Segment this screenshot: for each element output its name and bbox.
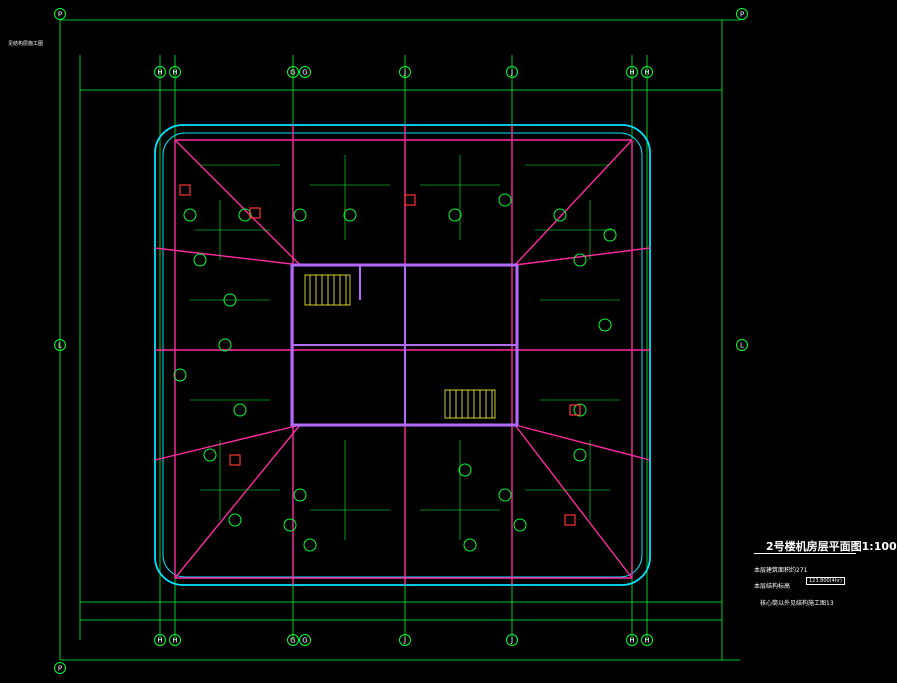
- grid-bubble-right: L: [736, 339, 748, 351]
- svg-text:H: H: [644, 637, 649, 645]
- svg-text:H: H: [644, 69, 649, 77]
- note-elevation: 本层结构标高: [754, 583, 791, 590]
- svg-text:H: H: [172, 69, 177, 77]
- red-markers: [179, 184, 581, 526]
- grid-lines: [59, 19, 740, 661]
- grid-bubble-top: H: [641, 66, 653, 78]
- grid-bubble-top: G: [287, 66, 299, 78]
- grid-bubble-bottom: H: [154, 634, 166, 646]
- grid-bubble-left: P: [54, 8, 66, 20]
- svg-text:G: G: [290, 637, 295, 645]
- grid-bubble-bottom: H: [641, 634, 653, 646]
- svg-text:P: P: [740, 11, 744, 19]
- svg-text:J: J: [403, 637, 406, 645]
- grid-bubble-top: G: [299, 66, 311, 78]
- grid-bubble-left: L: [54, 339, 66, 351]
- note-core: 核心筒以外见结构施工图13: [760, 600, 834, 607]
- svg-text:J: J: [403, 69, 406, 77]
- grid-bubble-top: J: [506, 66, 518, 78]
- svg-text:H: H: [629, 69, 634, 77]
- corner-note: 见结构层施工图: [8, 41, 44, 47]
- svg-text:G: G: [302, 69, 307, 77]
- grid-bubble-bottom: H: [169, 634, 181, 646]
- building-outline: [154, 124, 651, 586]
- grid-bubble-left: P: [54, 662, 66, 674]
- grid-bubble-right: P: [736, 8, 748, 20]
- grid-bubbles-side: P L P L P: [54, 8, 748, 674]
- grid-bubble-top: H: [626, 66, 638, 78]
- stair-left: [304, 274, 351, 306]
- svg-text:P: P: [58, 665, 62, 673]
- svg-text:H: H: [157, 637, 162, 645]
- grid-bubble-top: H: [169, 66, 181, 78]
- equipment-markers: [173, 193, 617, 552]
- drawing-title: 2号楼机房层平面图1:100: [766, 540, 897, 553]
- grid-bubble-bottom: J: [506, 634, 518, 646]
- svg-text:G: G: [302, 637, 307, 645]
- grid-bubble-bottom: G: [287, 634, 299, 646]
- svg-text:J: J: [510, 69, 513, 77]
- grid-bubble-bottom: G: [299, 634, 311, 646]
- grid-bubble-top: J: [399, 66, 411, 78]
- note-elevation-value: 123.800(4hr): [806, 577, 845, 585]
- svg-text:L: L: [740, 342, 744, 350]
- svg-text:G: G: [290, 69, 295, 77]
- dimension-lines: [190, 155, 620, 540]
- svg-text:H: H: [629, 637, 634, 645]
- beam-lines: [154, 125, 651, 585]
- grid-bubble-top: H: [154, 66, 166, 78]
- svg-text:H: H: [172, 637, 177, 645]
- title-underline: [754, 553, 856, 554]
- svg-text:J: J: [510, 637, 513, 645]
- core-walls: [290, 263, 519, 427]
- grid-bubble-bottom: J: [399, 634, 411, 646]
- svg-text:H: H: [157, 69, 162, 77]
- svg-text:P: P: [58, 11, 62, 19]
- svg-text:L: L: [58, 342, 62, 350]
- note-area: 本层建筑面积约271: [754, 567, 808, 574]
- grid-bubble-bottom: H: [626, 634, 638, 646]
- stair-right: [444, 389, 496, 419]
